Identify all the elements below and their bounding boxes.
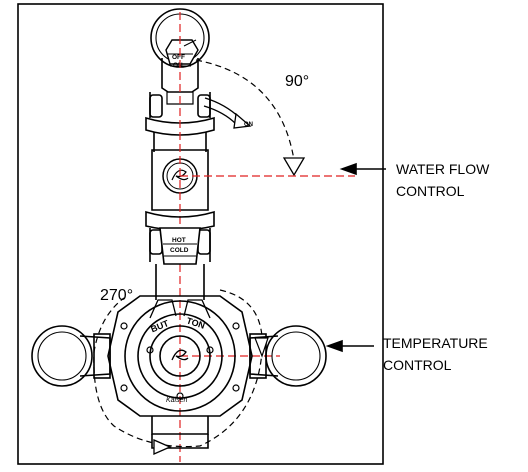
water-flow-label-line1: WATER FLOW	[396, 161, 490, 177]
body-screws	[120, 322, 240, 400]
water-flow-lever	[165, 39, 199, 67]
handle-on-label: ON	[173, 62, 183, 69]
temperature-dial-body	[107, 295, 253, 417]
water-flow-arc	[195, 59, 295, 161]
on-rotation-arrow	[203, 97, 252, 129]
temperature-label-line2: CONTROL	[383, 357, 452, 373]
temperature-callout-arrow	[325, 339, 374, 353]
middle-pipe	[145, 210, 215, 300]
upper-pipe	[145, 92, 215, 211]
on-arrow-label: ON	[244, 122, 253, 128]
right-outlet	[249, 325, 327, 387]
maker-mark: Kaisen	[166, 397, 188, 404]
dial-emblem	[171, 349, 189, 361]
water-flow-label-line2: CONTROL	[396, 183, 465, 199]
bottom-outlet	[151, 416, 209, 449]
left-outlet	[31, 325, 111, 387]
temperature-arc-arrowhead-top	[254, 337, 269, 358]
water-flow-arc-arrowhead	[282, 157, 306, 177]
dial-label-right: TON	[185, 316, 206, 331]
diagram-frame	[17, 3, 384, 465]
temperature-label-line1: TEMPERATURE	[383, 335, 488, 351]
handle-cold-label: COLD	[170, 247, 189, 254]
handle-hot-label: HOT	[172, 237, 186, 244]
temperature-arc-arrowhead-bottom	[153, 439, 172, 455]
temperature-angle: 270°	[100, 287, 133, 304]
dial-label-left: BUT	[149, 318, 170, 334]
water-flow-angle: 90°	[285, 73, 309, 90]
handle-off-label: OFF	[172, 54, 185, 61]
water-flow-callout-arrow	[339, 162, 386, 176]
